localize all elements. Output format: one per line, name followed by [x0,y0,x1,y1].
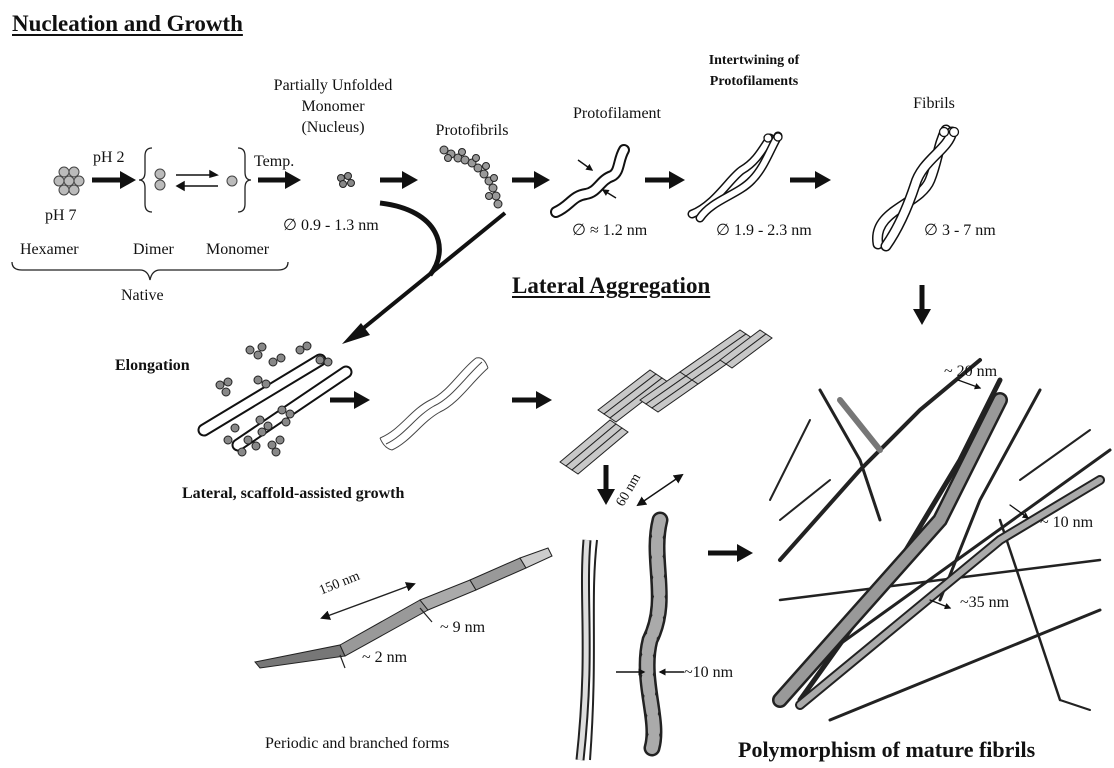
label-9nm: ~ 9 nm [440,618,485,637]
label-lateral-growth: Lateral, scaffold-assisted growth [182,484,404,503]
monomer-icon [227,176,237,186]
arrow-to-intertwined [645,171,685,189]
label-10nm-mature: ~ 10 nm [1040,513,1093,532]
label-10nm-twisted: ~10 nm [684,663,733,682]
label-2nm: ~ 2 nm [362,648,407,667]
label-native: Native [121,286,164,305]
arrow-temp [258,171,301,189]
label-elongation: Elongation [115,356,190,375]
title-polymorphism: Polymorphism of mature fibrils [738,740,1035,759]
twisted-fibril-thick-icon [616,475,684,748]
label-fibrils: Fibrils [913,94,955,113]
label-20nm: ~ 20 nm [944,362,997,381]
mature-fibrils-icon [770,360,1110,720]
arrow-to-mature [708,544,753,562]
protofibrils-icon [440,146,502,208]
lateral-stacks-icon [560,330,772,474]
arrow-to-protofibrils [380,171,418,189]
arrow-fibrils-down [913,285,931,325]
arrow-to-stacks [512,391,552,409]
elongation-scaffold-icon [204,342,346,456]
diameter-protofilament: ∅ ≈ 1.2 nm [572,221,647,240]
arrow-to-fibrils [790,171,831,189]
title-nucleation-and-growth: Nucleation and Growth [12,14,243,33]
label-protofilaments: Protofilaments [710,72,798,91]
label-dimer: Dimer [133,240,174,259]
label-partially-unfolded-monomer: Monomer [301,97,364,116]
equilibrium-arrows [176,171,218,190]
protofilament-icon [556,150,624,212]
arrow-to-protofilament [512,171,550,189]
diameter-fibrils: ∅ 3 - 7 nm [924,221,996,240]
diameter-nucleus: ∅ 0.9 - 1.3 nm [283,216,379,235]
intertwined-protofilaments-icon [692,133,782,218]
title-lateral-aggregation: Lateral Aggregation [512,276,710,295]
arrow-ph2 [92,171,136,189]
native-brace [12,262,288,280]
dimer-icon [155,169,165,190]
arrow-elongation-mid [330,391,370,409]
outlined-protofilaments-icon [380,358,488,450]
label-35nm: ~35 nm [960,593,1009,612]
nucleus-icon [338,173,355,188]
label-periodic-branched: Periodic and branched forms [265,734,449,753]
label-protofibrils: Protofibrils [436,121,509,140]
label-intertwining: Intertwining of [709,51,800,70]
label-nucleus: (Nucleus) [301,118,364,137]
label-protofilament: Protofilament [573,104,661,123]
label-ph2: pH 2 [93,148,125,167]
label-ph7: pH 7 [45,206,77,225]
diameter-intertwined: ∅ 1.9 - 2.3 nm [716,221,812,240]
label-partially-unfolded: Partially Unfolded [274,76,393,95]
label-temp: Temp. [254,152,294,171]
hexamer-icon [54,167,84,195]
label-hexamer: Hexamer [20,240,79,259]
twisted-fibril-thin-icon [580,540,597,760]
label-monomer: Monomer [206,240,269,259]
